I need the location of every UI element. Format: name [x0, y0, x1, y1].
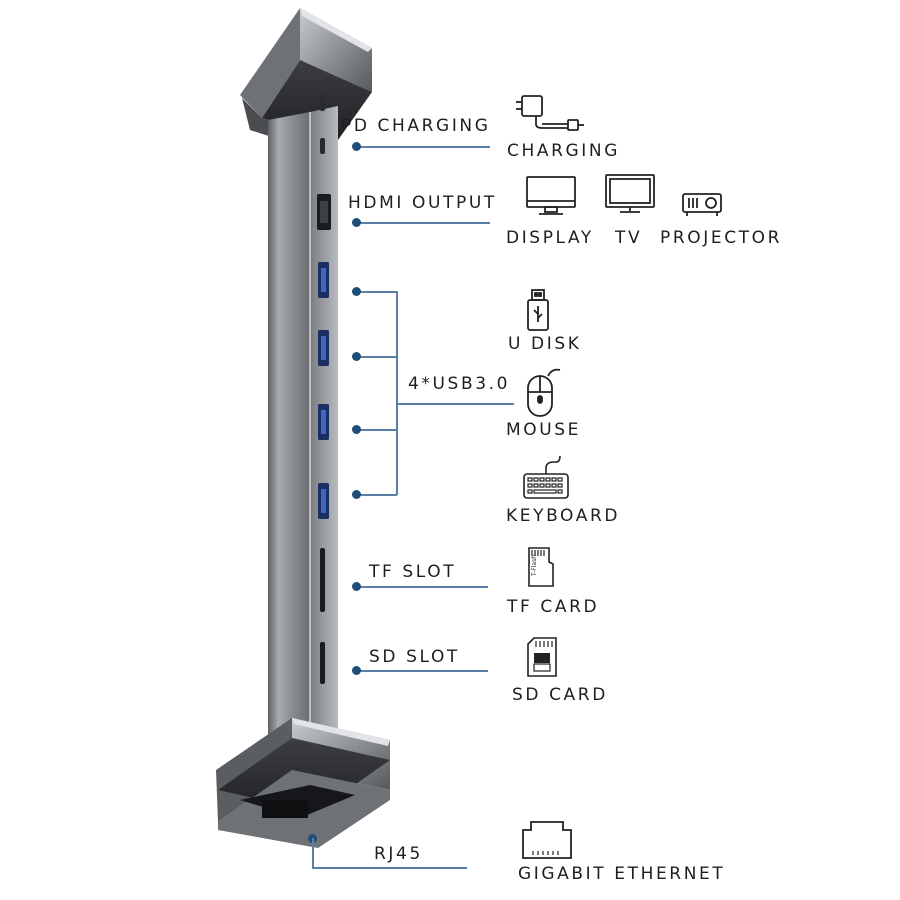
rj45-vertical-line — [312, 838, 314, 868]
charger-icon — [516, 95, 584, 131]
usb-connector-line-3 — [356, 429, 397, 431]
usb-connector-line-2 — [356, 356, 397, 358]
mouse-label: MOUSE — [506, 420, 582, 440]
tf-card-print: T-Flash — [531, 555, 538, 577]
sd-card-icon — [527, 637, 557, 677]
projector-label: PROJECTOR — [660, 228, 783, 248]
usb-connector-dot-3 — [352, 425, 361, 434]
rj45-horizontal-line — [312, 867, 467, 869]
pd-connector-line — [356, 146, 490, 148]
ethernet-port-icon — [522, 821, 572, 859]
sd-connector-line — [356, 670, 488, 672]
usb-connector-dot-2 — [352, 352, 361, 361]
usb-connector-dot-1 — [352, 287, 361, 296]
tf-card-icon: T-Flash — [528, 547, 554, 587]
tv-icon — [605, 174, 655, 213]
keyboard-label: KEYBOARD — [506, 506, 621, 526]
u-disk-label: U DISK — [508, 334, 582, 354]
sd-slot-label: SD SLOT — [369, 647, 460, 667]
usb-connector-line-4 — [356, 494, 397, 496]
tf-card-label: TF CARD — [507, 597, 600, 617]
hdmi-output-label: HDMI OUTPUT — [348, 193, 497, 213]
tf-slot-label: TF SLOT — [369, 562, 457, 582]
rj45-label: RJ45 — [374, 844, 423, 864]
gigabit-ethernet-label: GIGABIT ETHERNET — [518, 864, 726, 884]
usb-bracket-line — [396, 291, 398, 495]
usb-main-line — [396, 403, 514, 405]
usb-connector-dot-4 — [352, 490, 361, 499]
charging-label: CHARGING — [507, 141, 620, 161]
tf-connector-line — [356, 586, 488, 588]
sd-connector-dot — [352, 666, 361, 675]
pd-connector-dot — [352, 142, 361, 151]
tf-connector-dot — [352, 582, 361, 591]
mouse-icon — [527, 368, 561, 417]
hdmi-connector-line — [356, 222, 490, 224]
pd-charging-label: PD CHARGING — [341, 116, 491, 136]
monitor-icon — [526, 176, 576, 215]
keyboard-icon — [523, 455, 569, 499]
projector-icon — [682, 193, 722, 216]
hdmi-connector-dot — [352, 218, 361, 227]
display-label: DISPLAY — [506, 228, 594, 248]
usb-label: 4*USB3.0 — [408, 374, 511, 394]
usb-connector-line-1 — [356, 291, 397, 293]
tv-label: TV — [615, 228, 643, 248]
sd-card-label: SD CARD — [512, 685, 608, 705]
usb-drive-icon — [527, 289, 549, 331]
